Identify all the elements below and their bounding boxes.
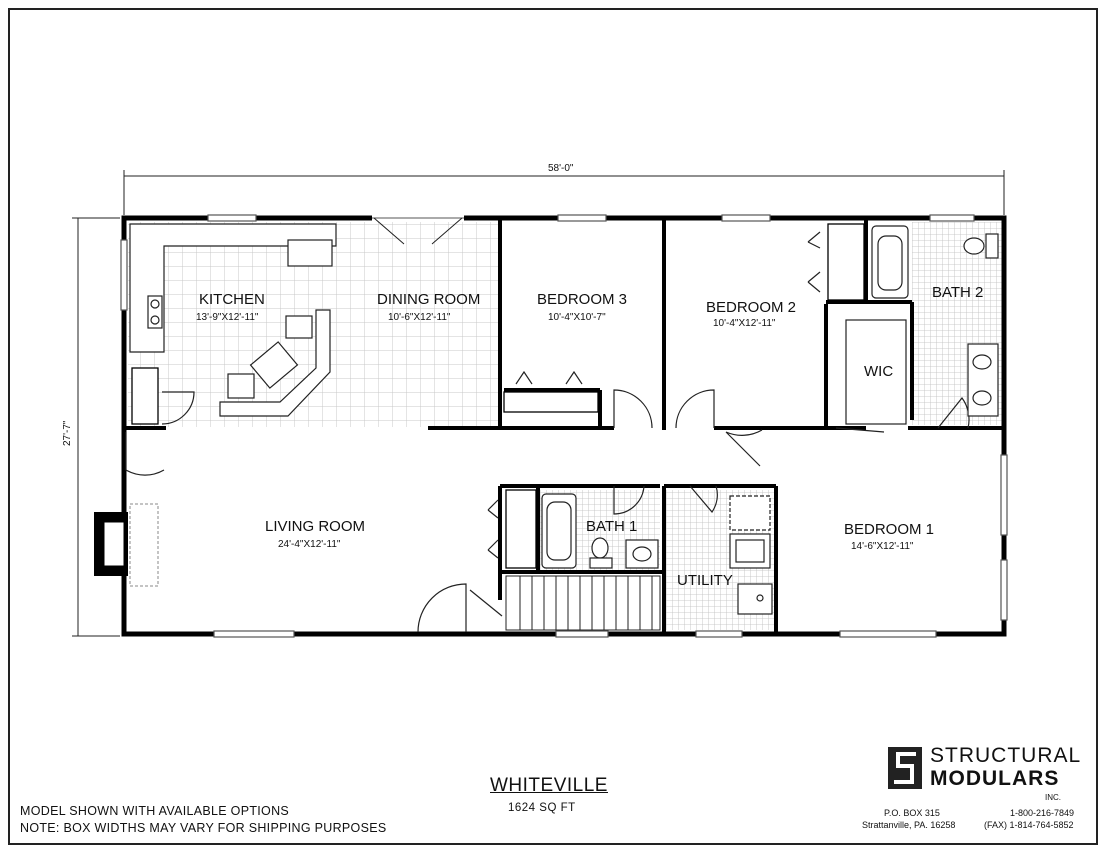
utility-label: UTILITY xyxy=(677,572,733,589)
company-suffix: INC. xyxy=(1045,793,1061,802)
bedroom2-label: BEDROOM 2 xyxy=(706,299,796,316)
fireplace xyxy=(94,503,159,587)
room-labels: KITCHEN 13'-9"X12'-11" DINING ROOM 10'-6… xyxy=(196,284,983,589)
page-border xyxy=(8,8,1098,845)
bedroom1-label: BEDROOM 1 xyxy=(844,521,934,538)
company-fax: (FAX) 1-814-764-5852 xyxy=(984,820,1074,830)
model-area: 1624 SQ FT xyxy=(508,802,576,814)
kitchen-island xyxy=(219,309,331,417)
depth-dimension-label: 27'-7" xyxy=(62,420,73,446)
bath1-label: BATH 1 xyxy=(586,518,637,535)
bedroom2-dims: 10'-4"X12'-11" xyxy=(713,318,776,329)
note-line-2: NOTE: BOX WIDTHS MAY VARY FOR SHIPPING P… xyxy=(20,821,387,835)
bedroom1-dims: 14'-6"X12'-11" xyxy=(851,541,914,552)
wic-shelving xyxy=(835,319,907,433)
company-logo-icon xyxy=(888,747,922,789)
company-po-box: P.O. BOX 315 xyxy=(884,808,940,818)
bedroom3-dims: 10'-4"X10'-7" xyxy=(548,312,606,323)
bath2-label: BATH 2 xyxy=(932,284,983,301)
utility-appliances xyxy=(729,495,773,615)
windows xyxy=(120,214,1008,638)
bath2-fixtures xyxy=(871,225,999,417)
note-line-1: MODEL SHOWN WITH AVAILABLE OPTIONS xyxy=(20,804,290,818)
living-room-dims: 24'-4"X12'-11" xyxy=(278,539,341,550)
stairs xyxy=(505,575,661,631)
closets xyxy=(131,223,865,569)
dining-room-label: DINING ROOM xyxy=(377,291,480,308)
depth-dimension xyxy=(72,217,120,637)
wic-label: WIC xyxy=(864,363,893,380)
bath1-fixtures xyxy=(541,493,659,569)
company-name-line2: MODULARS xyxy=(930,767,1060,790)
dining-room-dims: 10'-6"X12'-11" xyxy=(388,312,451,323)
company-city: Strattanville, PA. 16258 xyxy=(862,820,956,830)
living-room-label: LIVING ROOM xyxy=(265,518,365,535)
model-name: WHITEVILLE xyxy=(490,775,608,796)
width-dimension-label: 58'-0" xyxy=(548,163,574,174)
kitchen-dims: 13'-9"X12'-11" xyxy=(196,312,259,323)
sliding-door xyxy=(372,214,464,245)
width-dimension xyxy=(123,170,1005,215)
kitchen-cabinets xyxy=(129,223,337,353)
bedroom3-label: BEDROOM 3 xyxy=(537,291,627,308)
interior-walls xyxy=(126,220,1002,632)
doors xyxy=(125,231,970,633)
company-name-line1: STRUCTURAL xyxy=(930,744,1082,767)
kitchen-label: KITCHEN xyxy=(199,291,265,308)
company-phone: 1-800-216-7849 xyxy=(1010,808,1075,818)
